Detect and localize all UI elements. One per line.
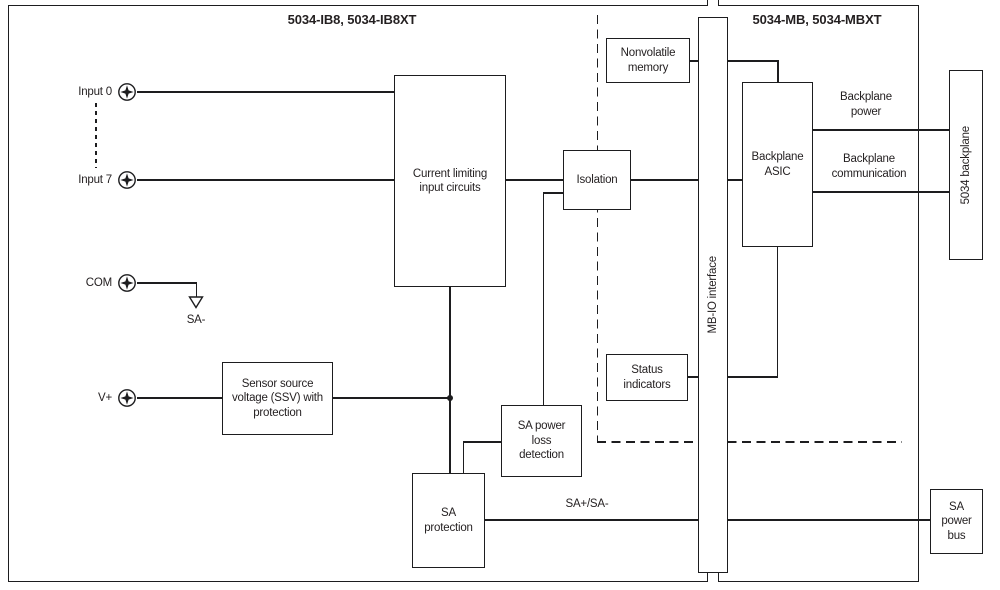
block-status-indicators: Status indicators — [606, 354, 688, 401]
seam-notch-bottom-left — [706, 573, 708, 582]
wire-saloss-to-saprotection-v — [462, 441, 464, 473]
wire-label-sa-minus: SA- — [186, 314, 206, 326]
wire-label-backplane-communication: Backplane communication — [831, 153, 907, 180]
left-module-title: 5034-IB8, 5034-IB8XT — [287, 12, 417, 27]
terminal-screw-icon-input0 — [117, 82, 137, 102]
wire-isolation-to-saloss-v — [542, 192, 544, 405]
wire-label-backplane-power: Backplane power — [840, 91, 892, 118]
isolation-boundary-dashed-horizontal — [597, 441, 902, 443]
wire-currentlimiting-to-isolation — [506, 179, 563, 181]
seam-notch-top-right — [717, 0, 719, 6]
terminal-screw-icon-input7 — [117, 170, 137, 190]
wire-currentlimiting-to-saprotection — [449, 287, 451, 473]
mb-io-interface-label: MB-IO interface — [706, 256, 719, 334]
terminal-screw-icon-com — [117, 273, 137, 293]
inputs-continuation-dotted-line — [95, 103, 97, 168]
block-current-limiting: Current limiting input circuits — [394, 75, 506, 287]
block-backplane-asic: Backplane ASIC — [742, 82, 813, 247]
terminal-label-input0: Input 0 — [78, 86, 112, 98]
terminal-label-com: COM — [85, 277, 112, 289]
terminal-label-input7: Input 7 — [78, 174, 112, 186]
wire-label-sa-plus-minus: SA+/SA- — [565, 498, 609, 510]
wire-nonvolatile-to-asic — [690, 60, 778, 62]
wire-input7 — [137, 179, 394, 181]
wire-asic-bottom-drop — [776, 247, 778, 377]
seam-notch-top-left — [706, 0, 708, 6]
right-module-title: 5034-MB, 5034-MBXT — [752, 12, 882, 27]
backplane-5034-label: 5034 backplane — [959, 125, 972, 205]
ground-arrow-icon — [188, 296, 204, 314]
block-nonvolatile-memory: Nonvolatile memory — [606, 38, 690, 83]
terminal-label-vplus: V+ — [98, 392, 112, 404]
wire-asic-top-drop — [777, 60, 779, 82]
block-isolation: Isolation — [563, 150, 631, 210]
block-5034-backplane: 5034 backplane — [949, 70, 983, 260]
wire-backplane-power — [813, 129, 949, 131]
wire-input0 — [137, 91, 394, 93]
wire-com-drop — [195, 282, 197, 297]
wire-status-to-asic — [688, 376, 778, 378]
block-ssv: Sensor source voltage (SSV) with protect… — [222, 362, 333, 435]
wire-saloss-to-saprotection-h — [463, 441, 501, 443]
wire-isolation-to-asic — [630, 179, 742, 181]
terminal-screw-icon-vplus — [117, 388, 137, 408]
block-mb-io-interface: MB-IO interface — [698, 17, 728, 573]
junction-dot — [447, 395, 453, 401]
left-module-outline — [8, 5, 707, 582]
wire-isolation-to-saloss-h — [543, 192, 563, 194]
wire-backplane-communication — [813, 191, 949, 193]
wire-vplus — [137, 397, 222, 399]
wire-com — [137, 282, 196, 284]
wire-ssv-to-junction — [333, 397, 450, 399]
block-sa-power-bus: SA power bus — [930, 489, 983, 554]
block-sa-protection: SA protection — [412, 473, 485, 568]
seam-notch-bottom-right — [717, 573, 719, 582]
isolation-boundary-dashed-vertical — [596, 15, 598, 442]
block-sa-power-loss-detection: SA power loss detection — [501, 405, 582, 477]
